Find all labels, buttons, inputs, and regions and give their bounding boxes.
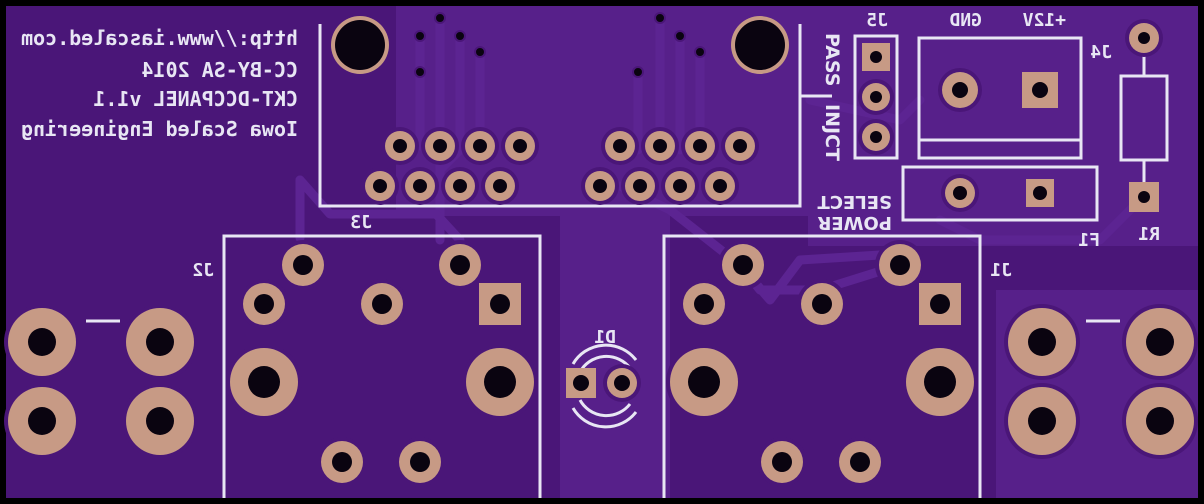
label-j3: J3 <box>350 212 372 233</box>
label-pass: PASS <box>821 33 843 86</box>
label-plus12v: +12V <box>1022 10 1066 31</box>
label-j5: J5 <box>866 10 888 31</box>
label-j2: J2 <box>192 260 214 281</box>
silkscreen-outlines <box>86 24 1169 498</box>
label-j1: J1 <box>990 260 1012 281</box>
label-gnd: GND <box>949 10 982 31</box>
label-j4: J4 <box>1090 42 1112 63</box>
vias <box>414 12 706 78</box>
label-inject: INJCT <box>821 104 843 161</box>
label-f1: F1 <box>1078 230 1100 251</box>
credit-license: CC-BY-SA 2014 <box>141 58 298 82</box>
label-power: POWER <box>817 212 892 233</box>
mounting-holes <box>331 16 789 74</box>
pads <box>4 19 1198 487</box>
silkscreen-text: http://www.iascaled.com CC-BY-SA 2014 CK… <box>21 10 1160 348</box>
label-d1: D1 <box>594 327 616 348</box>
credit-url: http://www.iascaled.com <box>21 26 298 50</box>
label-select: SELECT <box>817 191 892 212</box>
credit-company: Iowa Scaled Engineering <box>21 117 298 141</box>
credit-product: CKT-DCCPANEL v1.1 <box>93 87 298 111</box>
label-r1: R1 <box>1138 224 1160 245</box>
